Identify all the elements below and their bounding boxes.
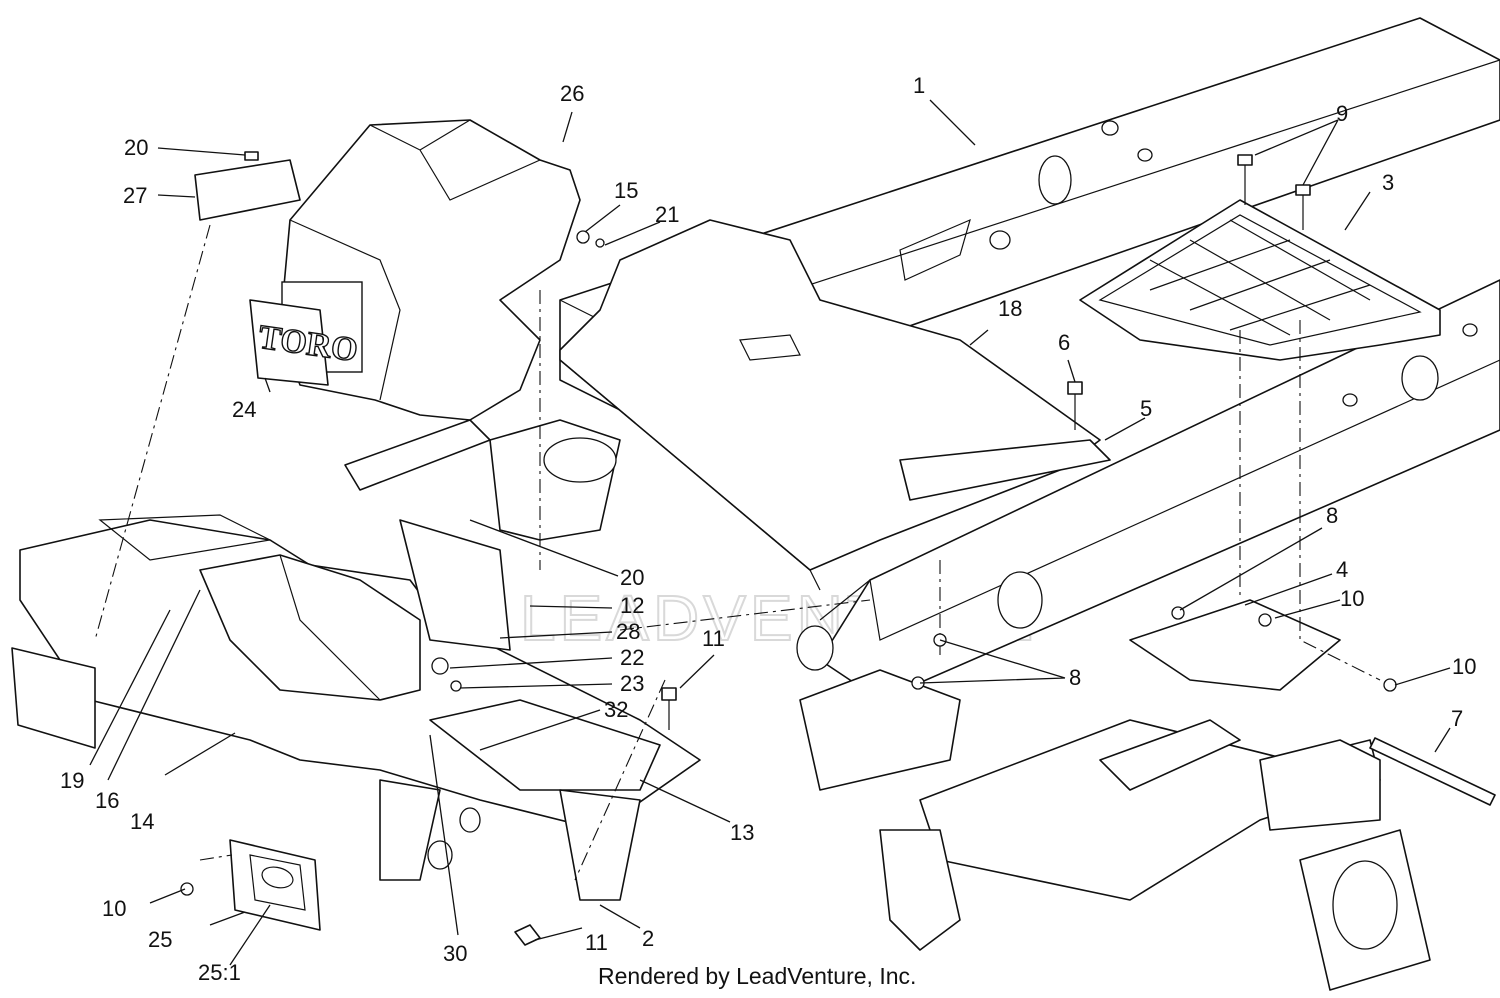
callout-10-right: 10 [1452, 654, 1476, 679]
footrest [1079, 199, 1441, 361]
footer-credit: Rendered by LeadVenture, Inc. [598, 963, 916, 989]
callout-8-mid: 8 [1069, 665, 1081, 690]
callout-13: 13 [730, 820, 754, 845]
callout-23: 23 [620, 671, 644, 696]
callout-27: 27 [123, 183, 147, 208]
callout-7: 7 [1451, 706, 1463, 731]
callouts: 1 2 3 4 5 6 7 8 8 9 10 10 10 11 11 12 13… [60, 73, 1476, 985]
callout-1: 1 [913, 73, 925, 98]
callout-8-top: 8 [1326, 503, 1338, 528]
callout-9: 9 [1336, 101, 1348, 126]
rear-crossmember [344, 419, 621, 541]
callout-32: 32 [604, 697, 628, 722]
leader-lines [89, 99, 1451, 966]
front-frame [19, 514, 701, 901]
callout-24: 24 [232, 397, 256, 422]
callout-5: 5 [1140, 396, 1152, 421]
callout-28: 28 [616, 619, 640, 644]
callout-6: 6 [1058, 330, 1070, 355]
logo-plate: TORO [249, 299, 361, 386]
callout-25-1: 25:1 [198, 960, 241, 985]
callout-25: 25 [148, 927, 172, 952]
callout-10-left: 10 [102, 896, 126, 921]
hood-assembly [194, 119, 581, 421]
callout-18: 18 [998, 296, 1022, 321]
callout-15: 15 [614, 178, 638, 203]
callout-20-top: 20 [124, 135, 148, 160]
callout-2: 2 [642, 926, 654, 951]
callout-16: 16 [95, 788, 119, 813]
callout-30: 30 [443, 941, 467, 966]
callout-14: 14 [130, 809, 154, 834]
callout-12: 12 [620, 593, 644, 618]
callout-10-right-top: 10 [1340, 586, 1364, 611]
callout-20-mid: 20 [620, 565, 644, 590]
lights [11, 647, 321, 931]
callout-11-lower: 11 [585, 930, 608, 955]
callout-22: 22 [620, 645, 644, 670]
callout-3: 3 [1382, 170, 1394, 195]
callout-11-upper: 11 [702, 626, 725, 651]
callout-4: 4 [1336, 557, 1348, 582]
callout-19: 19 [60, 768, 84, 793]
callout-21: 21 [655, 202, 679, 227]
rear-axle [796, 439, 1496, 991]
fasteners [180, 151, 1397, 946]
callout-26: 26 [560, 81, 584, 106]
